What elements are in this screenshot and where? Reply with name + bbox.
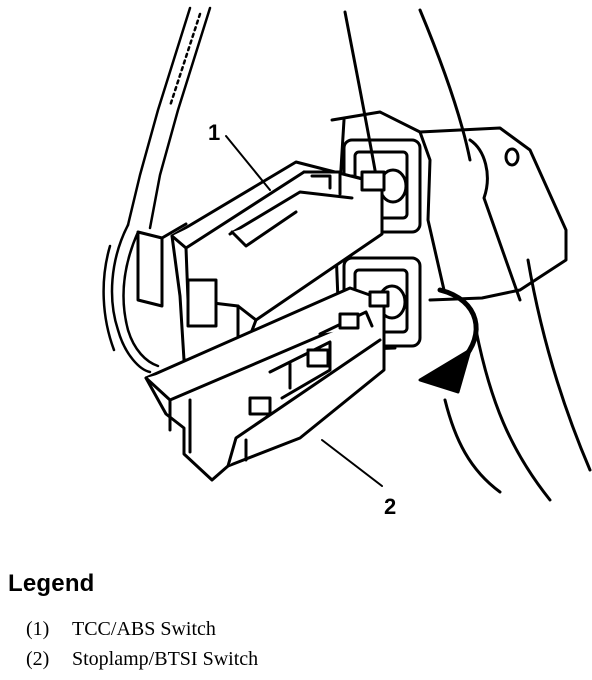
rotation-arrow [418,287,479,394]
legend-item-text: TCC/ABS Switch [72,618,216,640]
legend-title: Legend [8,570,95,597]
legend-item-text: Stoplamp/BTSI Switch [72,648,259,670]
wiring-harness [102,6,212,374]
leader-lines [225,135,383,487]
legend-item-number: (2) [26,648,50,670]
brake-pedal-arm [343,8,592,502]
legend-item: (1) TCC/ABS Switch [26,618,216,641]
callout-2: 2 [384,494,396,519]
legend-item-number: (1) [26,618,50,640]
connector-tcc-abs [136,160,386,364]
connector-stoplamp-btsi [144,286,390,482]
switch-connector-diagram: 1 2 [102,6,592,519]
callout-1: 1 [208,120,220,145]
legend-item: (2) Stoplamp/BTSI Switch [26,648,258,671]
